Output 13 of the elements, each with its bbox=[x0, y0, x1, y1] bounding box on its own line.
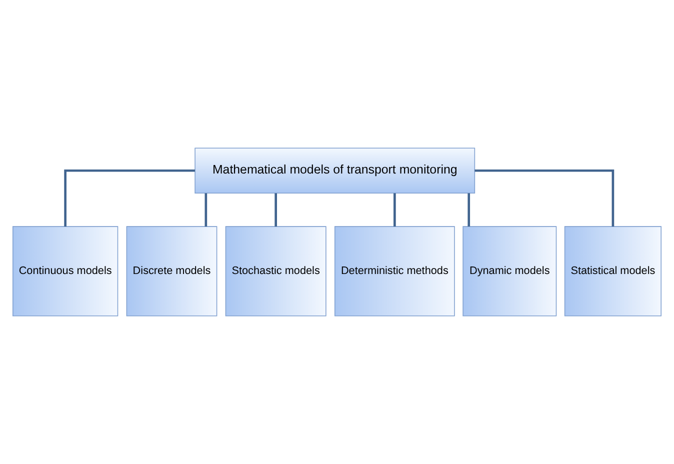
connector bbox=[204, 193, 208, 226]
node-box: Stochastic models bbox=[225, 226, 326, 316]
node-box: Mathematical models of transport monitoring bbox=[194, 148, 476, 194]
node-box: Discrete models bbox=[126, 226, 218, 316]
node-box: Statistical models bbox=[564, 226, 662, 316]
node-box: Continuous models bbox=[12, 226, 118, 316]
connector bbox=[468, 193, 470, 226]
node-box: Dynamic models bbox=[462, 226, 557, 316]
connector bbox=[474, 169, 614, 227]
connector bbox=[394, 193, 396, 226]
connector bbox=[64, 169, 195, 227]
connector bbox=[274, 193, 277, 226]
node-box: Deterministic methods bbox=[334, 226, 455, 316]
